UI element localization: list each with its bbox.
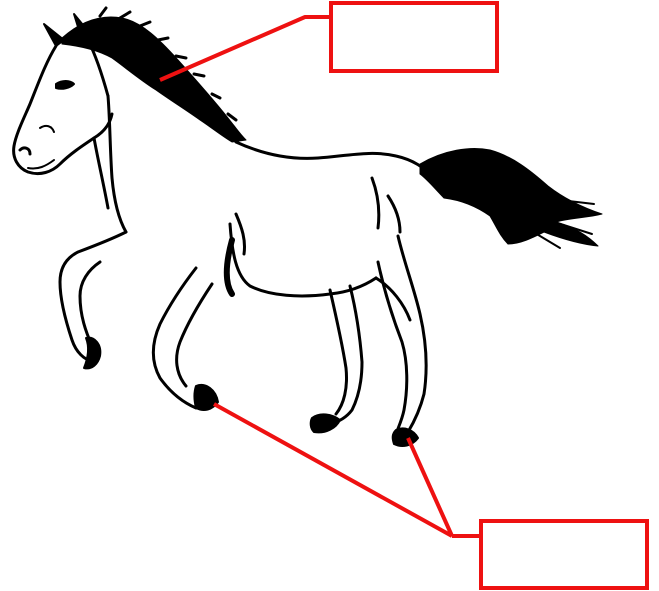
label-box-top[interactable] [331,3,497,71]
horse-illustration [14,8,602,446]
horse-foreleg-ground [153,268,196,408]
horse-neck [108,96,126,232]
horse-tail [420,149,602,246]
horse-eye [56,81,74,89]
horse-hoof-far [311,414,340,432]
label-box-bottom[interactable] [481,521,647,588]
horse-hindleg-back [398,236,426,432]
horse-back [236,142,432,176]
horse-hoof-back [393,428,418,446]
horse-hoof-raised [84,338,100,369]
horse-belly [230,224,376,296]
leader-line-mane [160,17,332,80]
leader-line-back-hoof [408,438,452,536]
